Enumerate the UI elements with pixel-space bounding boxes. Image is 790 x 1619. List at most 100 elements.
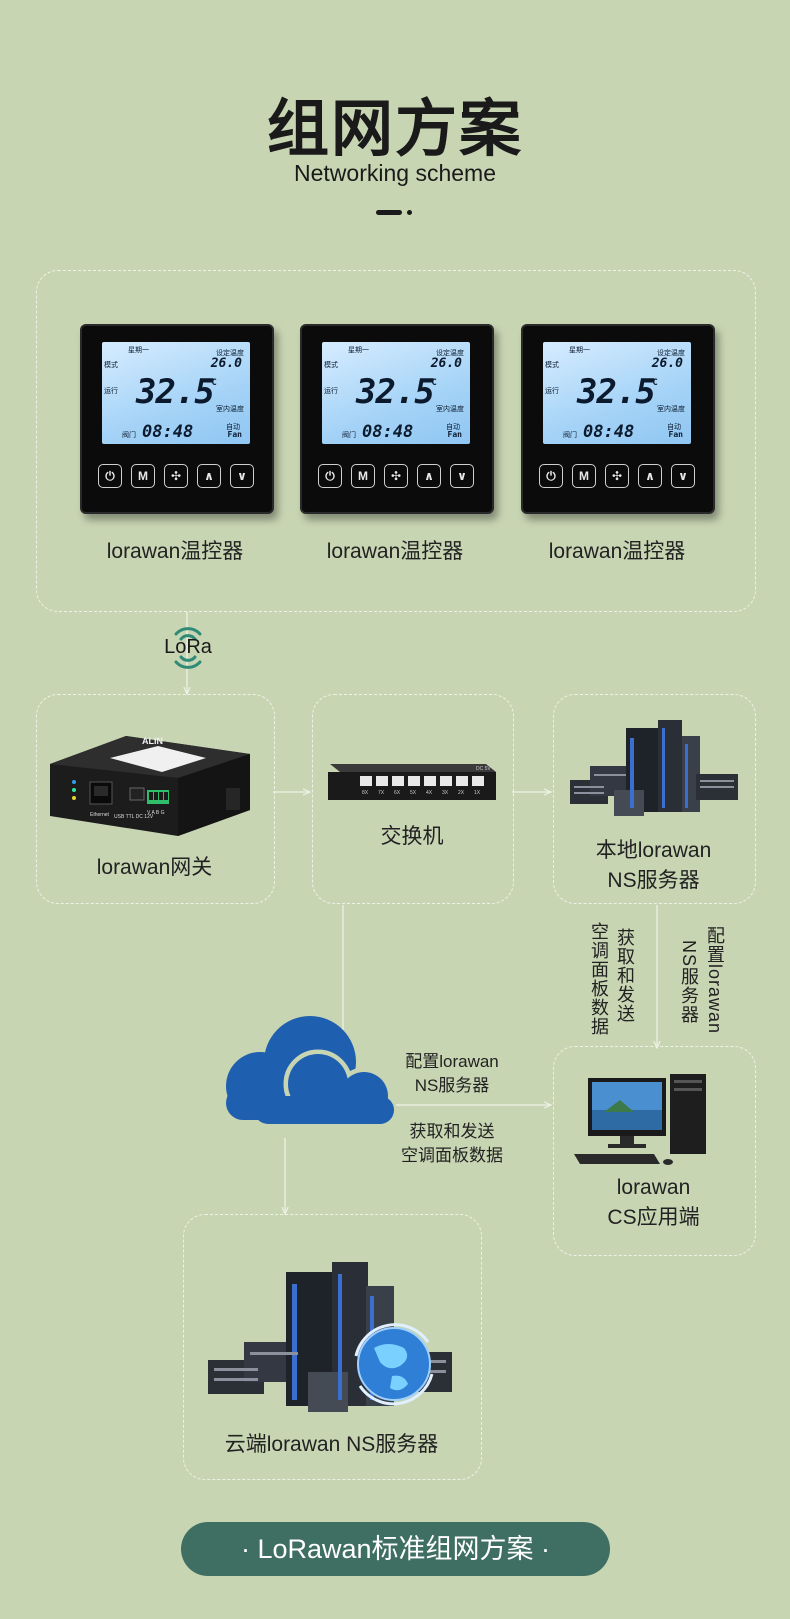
lcd-screen: 星期一 模式 运行 设定温度 26.0 32.5 °C 室内温度 阀门 08:4… [322,342,470,444]
vertical-data-label-line1: 获取和发送 [615,928,635,1023]
set-temp-value: 26.0 [210,356,242,371]
valve-text: 阀门 [563,431,577,439]
gateway-ports-text: USB TTL DC 12V [114,814,154,820]
cloud-icon [226,1016,394,1125]
down-button[interactable]: ∨ [230,464,254,488]
fan-text: Fan [227,430,242,439]
set-temp-value: 26.0 [651,356,683,371]
switch-box [312,694,514,904]
thermostat-group-box [36,270,756,612]
time-text: 08:48 [583,422,635,442]
vertical-data-label-line2: 空调面板数据 [589,922,609,1036]
page-subtitle: Networking scheme [294,160,496,186]
thermostat-device: 星期一 模式 运行 设定温度 26.0 32.5 °C 室内温度 阀门 08:4… [300,324,494,514]
switch-port-label: 5X [410,790,417,796]
time-text: 08:48 [362,422,414,442]
switch-port-label: 7X [378,790,385,796]
power-button[interactable]: ⏻ [318,464,342,488]
lora-label: LoRa [164,636,212,658]
cloud-data-label-line1: 获取和发送 [409,1122,495,1141]
set-temp-label: 设定温度 [216,349,244,357]
switch-port-label: 2X [458,790,465,796]
auto-text: 自动 [446,423,460,431]
server-rack-icon [570,720,738,816]
fan-text: Fan [668,430,683,439]
gateway-device-icon: ALIN Ethernet USB TTL DC 12V V A B G [50,736,250,836]
lcd-screen: 星期一 模式 运行 设定温度 26.0 32.5 °C 室内温度 阀门 08:4… [543,342,691,444]
up-button[interactable]: ∧ [417,464,441,488]
room-temp-value: 32.5 [356,372,435,412]
mode-button[interactable]: M [131,464,155,488]
mode-text: 模式 [324,361,338,369]
run-text: 运行 [545,387,559,395]
room-temp-label: 室内温度 [657,405,685,413]
cs-app-box [553,1046,756,1256]
gateway-pins-text: V A B G [147,810,165,816]
weekday-text: 星期一 [348,346,369,354]
unit-text: °C [426,378,437,388]
vertical-config-label-line1: 配置lorawan [705,926,725,1035]
room-temp-value: 32.5 [577,372,656,412]
thermostat-device: 星期一 模式 运行 设定温度 26.0 32.5 °C 室内温度 阀门 08:4… [521,324,715,514]
switch-port-label: 3X [442,790,449,796]
unit-text: °C [647,378,658,388]
unit-text: °C [206,378,217,388]
cloud-config-label-line1: 配置lorawan [405,1052,499,1071]
room-temp-label: 室内温度 [216,405,244,413]
lcd-screen: 星期一 模式 运行 设定温度 26.0 32.5 °C 室内温度 阀门 08:4… [102,342,250,444]
cs-app-label-line1: lorawan [616,1176,691,1199]
gateway-rj45-text: Ethernet [90,812,110,818]
weekday-text: 星期一 [569,346,590,354]
fan-text: Fan [447,430,462,439]
up-button[interactable]: ∧ [638,464,662,488]
valve-text: 阀门 [122,431,136,439]
run-text: 运行 [324,387,338,395]
switch-port-label: 6X [394,790,401,796]
mode-text: 模式 [545,361,559,369]
fan-button[interactable]: ✣ [384,464,408,488]
thermostat-label: lorawan温控器 [106,540,244,563]
thermostat-label: lorawan温控器 [326,540,464,563]
auto-text: 自动 [667,423,681,431]
mode-text: 模式 [104,361,118,369]
down-button[interactable]: ∨ [671,464,695,488]
switch-port-label: 8X [362,790,369,796]
lora-signal-icon [174,627,202,669]
switch-port-label: 4X [426,790,433,796]
thermostat-device: 星期一 模式 运行 设定温度 26.0 32.5 °C 室内温度 阀门 08:4… [80,324,274,514]
cloud-config-label-line2: NS服务器 [414,1076,490,1095]
thermostat-label: lorawan温控器 [548,540,686,563]
switch-label: 交换机 [380,825,444,848]
fan-button[interactable]: ✣ [164,464,188,488]
power-button[interactable]: ⏻ [98,464,122,488]
gateway-brand-text: ALIN [142,736,163,746]
local-ns-label-line1: 本地lorawan [595,839,712,862]
valve-text: 阀门 [342,431,356,439]
room-temp-label: 室内温度 [436,405,464,413]
fan-button[interactable]: ✣ [605,464,629,488]
time-text: 08:48 [142,422,194,442]
cs-app-label-line2: CS应用端 [607,1206,700,1229]
cloud-ns-label: 云端lorawan NS服务器 [224,1433,439,1456]
switch-device-icon: 8X 7X 6X 5X 4X 3X 2X 1X DC 5V [328,764,496,800]
set-temp-label: 设定温度 [657,349,685,357]
set-temp-label: 设定温度 [436,349,464,357]
switch-dc-label: DC 5V [476,766,491,772]
desktop-computer-icon [574,1074,706,1165]
local-ns-box [553,694,756,904]
power-button[interactable]: ⏻ [539,464,563,488]
cloud-server-icon [208,1262,452,1412]
page-title: 组网方案 [266,92,523,165]
cloud-data-label-line2: 空调面板数据 [401,1146,503,1165]
down-button[interactable]: ∨ [450,464,474,488]
cloud-ns-box [183,1214,482,1480]
set-temp-value: 26.0 [430,356,462,371]
room-temp-value: 32.5 [136,372,215,412]
local-ns-label-line2: NS服务器 [607,869,700,892]
mode-button[interactable]: M [572,464,596,488]
auto-text: 自动 [226,423,240,431]
mode-button[interactable]: M [351,464,375,488]
gateway-box [36,694,275,904]
up-button[interactable]: ∧ [197,464,221,488]
